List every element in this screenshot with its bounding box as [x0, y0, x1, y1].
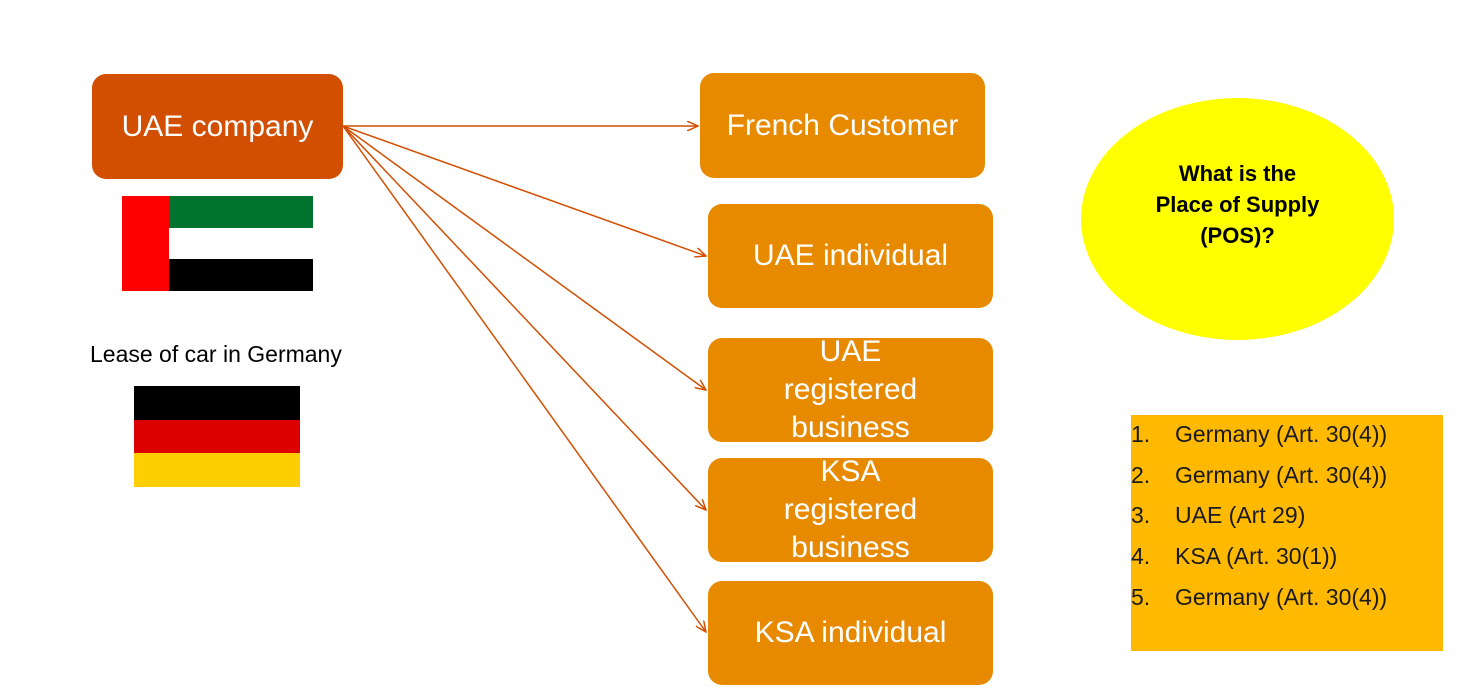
answer-item: 4. KSA (Art. 30(1)): [1131, 538, 1443, 579]
answer-number: 4.: [1131, 543, 1151, 570]
answer-number: 2.: [1131, 461, 1151, 488]
french-customer-box: French Customer: [700, 73, 985, 178]
french-customer-label: French Customer: [726, 108, 959, 142]
uae-individual-box: UAE individual: [708, 204, 993, 308]
answer-item: 3. UAE (Art 29): [1131, 497, 1443, 538]
answer-item: 5. Germany (Art. 30(4)): [1131, 579, 1443, 620]
answer-text: Germany (Art. 30(4)): [1175, 461, 1388, 488]
uae-company-label: UAE company: [121, 109, 314, 143]
uae-flag: [122, 196, 313, 291]
uae-registered-business-box: UAE registered business: [708, 335, 993, 444]
ksa-registered-business-label: KSA registered business: [783, 455, 918, 564]
answer-item: 1. Germany (Art. 30(4)): [1131, 416, 1443, 457]
answer-item: 2. Germany (Art. 30(4)): [1131, 457, 1443, 498]
answers-list: 1. Germany (Art. 30(4)) 2. Germany (Art. 3…: [1131, 416, 1443, 619]
answer-number: 3.: [1131, 502, 1151, 529]
answer-number: 1.: [1131, 421, 1151, 447]
ksa-individual-label: KSA individual: [754, 616, 947, 649]
answer-text: Germany (Art. 30(4)): [1175, 421, 1388, 447]
lease-caption: Lease of car in Germany: [90, 341, 342, 367]
uae-company-box: UAE company: [92, 74, 343, 179]
question-ellipse: What is the Place of Supply (POS)?: [1081, 98, 1394, 340]
uae-registered-business-label: UAE registered business: [783, 335, 918, 444]
arrow-to-ksa-registered-business: [342, 125, 706, 510]
answer-number: 5.: [1131, 583, 1151, 610]
answers-box: 1. Germany (Art. 30(4)) 2. Germany (Art. 3…: [1131, 415, 1443, 651]
ksa-registered-business-box: KSA registered business: [708, 455, 993, 564]
arrow-to-ksa-individual: [342, 125, 706, 632]
arrow-to-uae-registered-business: [342, 125, 706, 390]
arrow-to-uae-individual: [342, 125, 706, 256]
uae-individual-label: UAE individual: [752, 239, 949, 272]
answer-text: Germany (Art. 30(4)): [1175, 583, 1388, 610]
question-text: What is the Place of Supply (POS)?: [1155, 161, 1320, 248]
germany-flag: [134, 386, 300, 487]
answer-text: KSA (Art. 30(1)): [1175, 543, 1338, 570]
ksa-individual-box: KSA individual: [708, 581, 993, 685]
answer-text: UAE (Art 29): [1175, 502, 1306, 529]
